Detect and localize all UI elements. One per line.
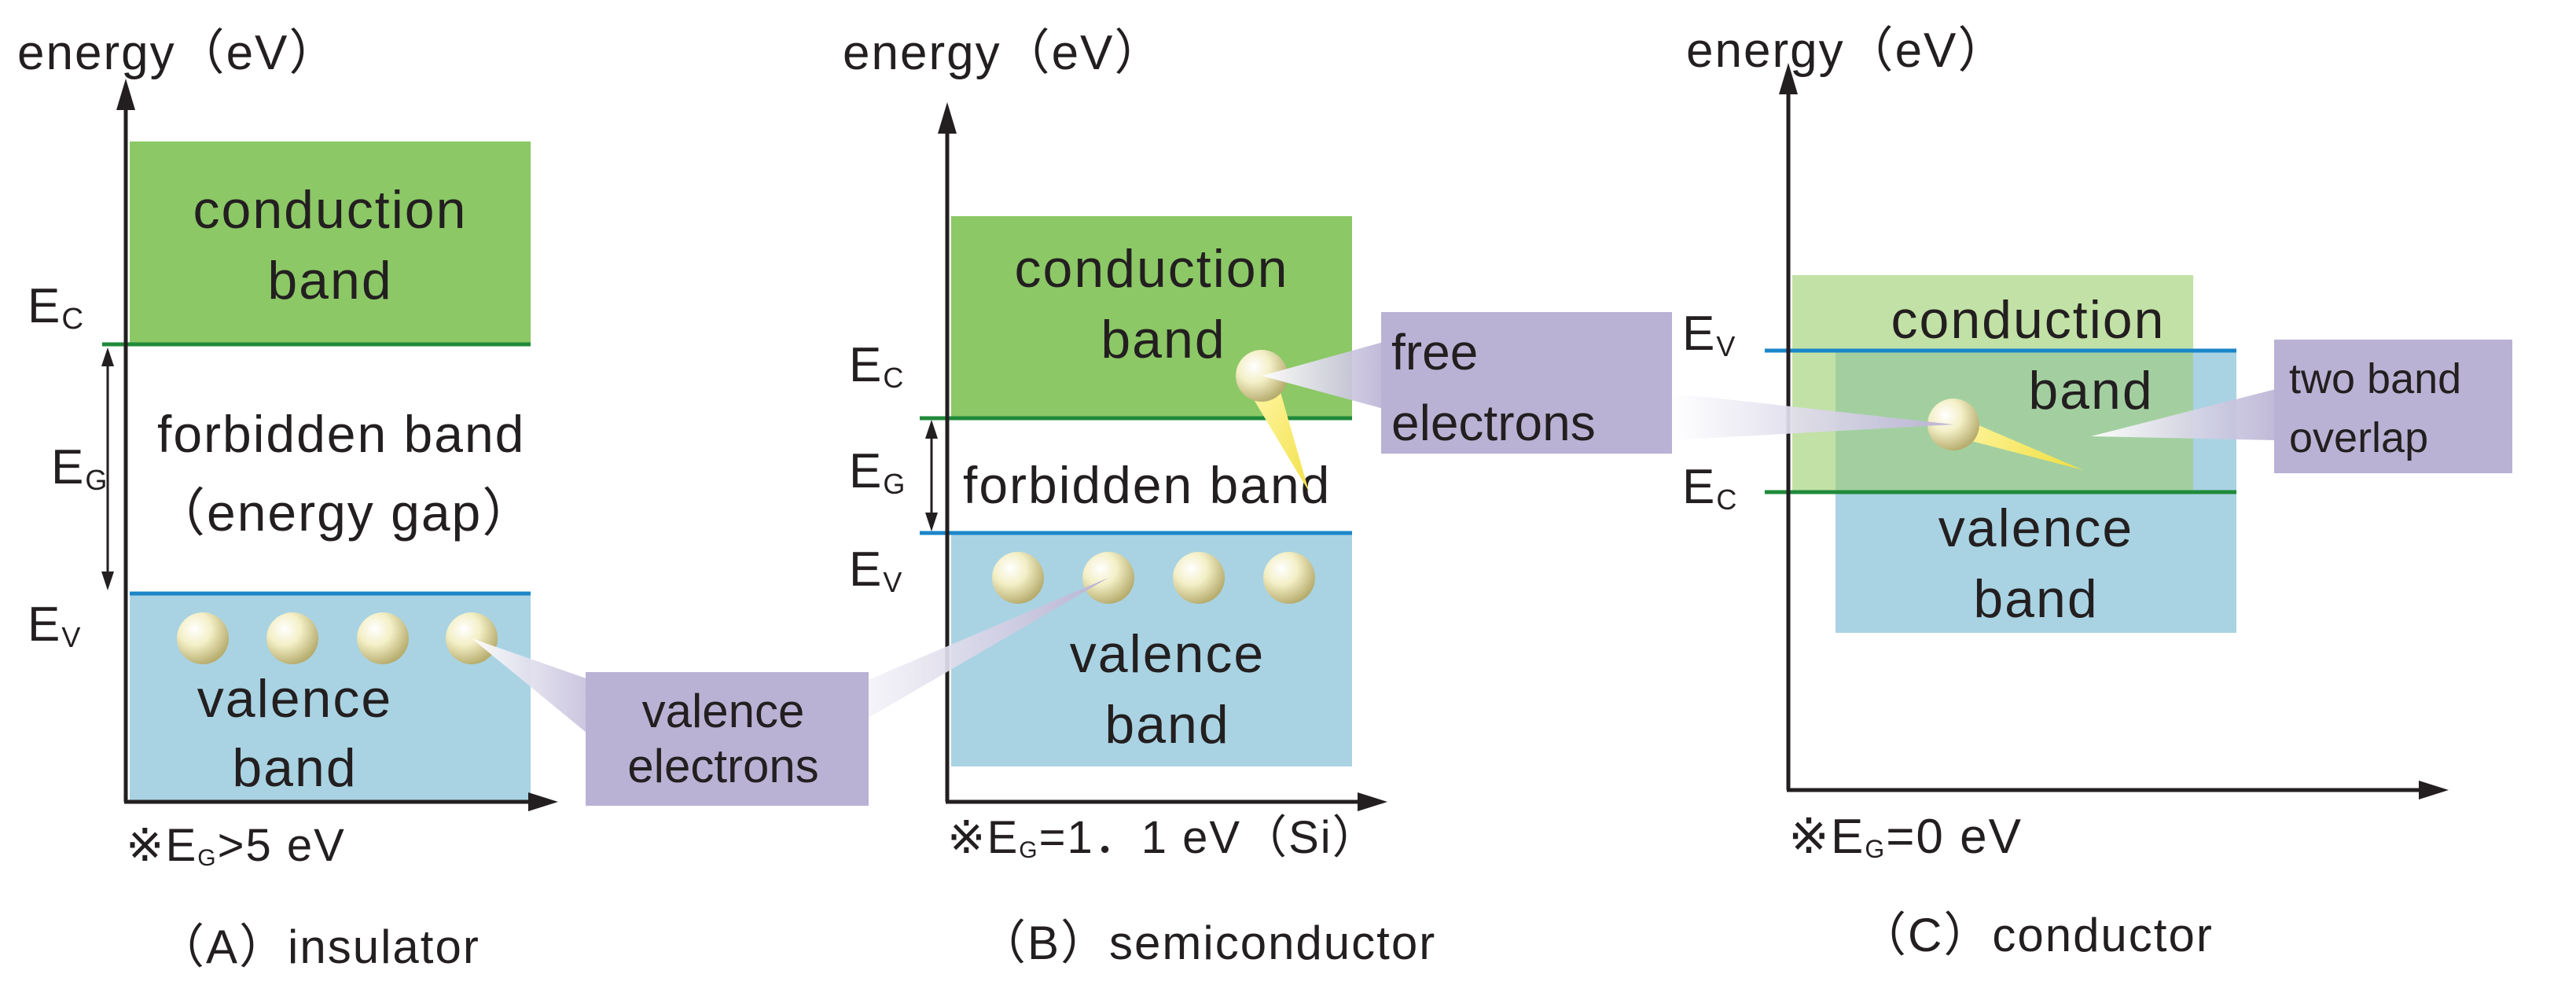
- conduction-band-a: [130, 141, 531, 344]
- callout-box: [2274, 340, 2512, 473]
- conduction-label-c: conduction: [1891, 290, 2166, 350]
- forbidden-label-a: forbidden band: [157, 405, 525, 463]
- excitation-tail-c: [1949, 413, 2083, 470]
- electron-sphere-icon: [992, 552, 1044, 604]
- arrow-right-icon: [528, 792, 558, 811]
- conduction-label-c-2: band: [2028, 361, 2153, 421]
- gap-arrow-head-bottom: [101, 572, 114, 590]
- valence-label-b-2: band: [1104, 695, 1229, 755]
- valence-label-c: valence: [1938, 498, 2133, 558]
- callout-beam: [825, 578, 1108, 743]
- callout-text-2: electrons: [627, 740, 818, 792]
- gap-arrow-head-bottom-b: [925, 513, 938, 531]
- electron-sphere-icon: [357, 612, 409, 664]
- forbidden-label-b: forbidden band: [963, 456, 1331, 514]
- callout-beam: [2091, 389, 2276, 440]
- ev-label-b: EV: [849, 542, 903, 598]
- electron-sphere-icon: [1173, 552, 1225, 604]
- electron-sphere-icon: [177, 612, 229, 664]
- y-axis-label-b: energy（eV）: [843, 26, 1164, 80]
- callout-valence-electrons: valence electrons: [472, 578, 1108, 806]
- callout-beam: [1262, 342, 1384, 409]
- forbidden-label-a-2: （energy gap）: [153, 483, 535, 542]
- arrow-right-icon: [1358, 792, 1387, 811]
- eg-note-a: ※EG>5 eV: [126, 820, 346, 871]
- conduction-label-a: conduction: [193, 180, 468, 240]
- valence-label-a-2: band: [232, 738, 357, 798]
- arrow-up-icon: [116, 79, 135, 110]
- gap-arrow-head-top: [101, 347, 114, 366]
- valence-label-a: valence: [197, 669, 392, 729]
- ev-label-c: EV: [1682, 307, 1736, 362]
- panel-conductor: energy（eV） EV EC conduction band valence…: [1682, 24, 2449, 961]
- eg-label-b: EG: [849, 444, 906, 500]
- callout-beam: [472, 638, 613, 755]
- y-axis-label-c: energy（eV）: [1686, 24, 2008, 78]
- callout-text-1: valence: [642, 685, 805, 737]
- ec-label-a: EC: [28, 279, 85, 336]
- caption-a: （A）insulator: [157, 921, 480, 973]
- ec-label-c: EC: [1682, 460, 1738, 516]
- panel-insulator: energy（eV） EC EG EV conduction band forb…: [17, 26, 558, 973]
- callout-text-1: two band: [2289, 355, 2461, 402]
- callout-band-overlap: two band overlap: [2091, 340, 2512, 473]
- caption-b: （B）semiconductor: [979, 917, 1436, 969]
- conduction-label-b-2: band: [1101, 310, 1226, 369]
- arrow-up-icon: [1779, 63, 1798, 94]
- callout-box: [586, 672, 869, 806]
- panel-semiconductor: energy（eV） EC EG EV conduction band forb…: [843, 26, 1436, 969]
- conduction-label-a-2: band: [267, 251, 392, 311]
- callout-box: [1381, 312, 1672, 454]
- eg-note-b: ※EG=1．1 eV（Si）: [947, 812, 1380, 863]
- arrow-right-icon: [2419, 781, 2449, 799]
- excitation-tail-b: [1250, 381, 1309, 491]
- callout-text-2: electrons: [1391, 395, 1596, 451]
- eg-label-a: EG: [51, 440, 108, 496]
- electron-sphere-icon: [266, 612, 318, 664]
- callout-beam: [1670, 393, 1953, 440]
- valence-label-b: valence: [1070, 624, 1265, 684]
- callout-free-electrons: free electrons: [1262, 312, 1953, 454]
- y-axis-label-a: energy（eV）: [17, 26, 339, 80]
- electron-sphere-icon: [1263, 552, 1315, 604]
- eg-note-c: ※EG=0 eV: [1788, 810, 2023, 864]
- ec-label-b: EC: [849, 338, 905, 394]
- ev-label-a: EV: [28, 597, 82, 653]
- conduction-label-b: conduction: [1015, 239, 1289, 299]
- caption-c: （C）conductor: [1859, 909, 2214, 961]
- gap-arrow-head-top-b: [925, 420, 938, 439]
- arrow-up-icon: [938, 102, 957, 134]
- callout-text-2: overlap: [2289, 414, 2428, 461]
- valence-label-c-2: band: [1973, 569, 2098, 629]
- callout-text-1: free: [1391, 324, 1478, 380]
